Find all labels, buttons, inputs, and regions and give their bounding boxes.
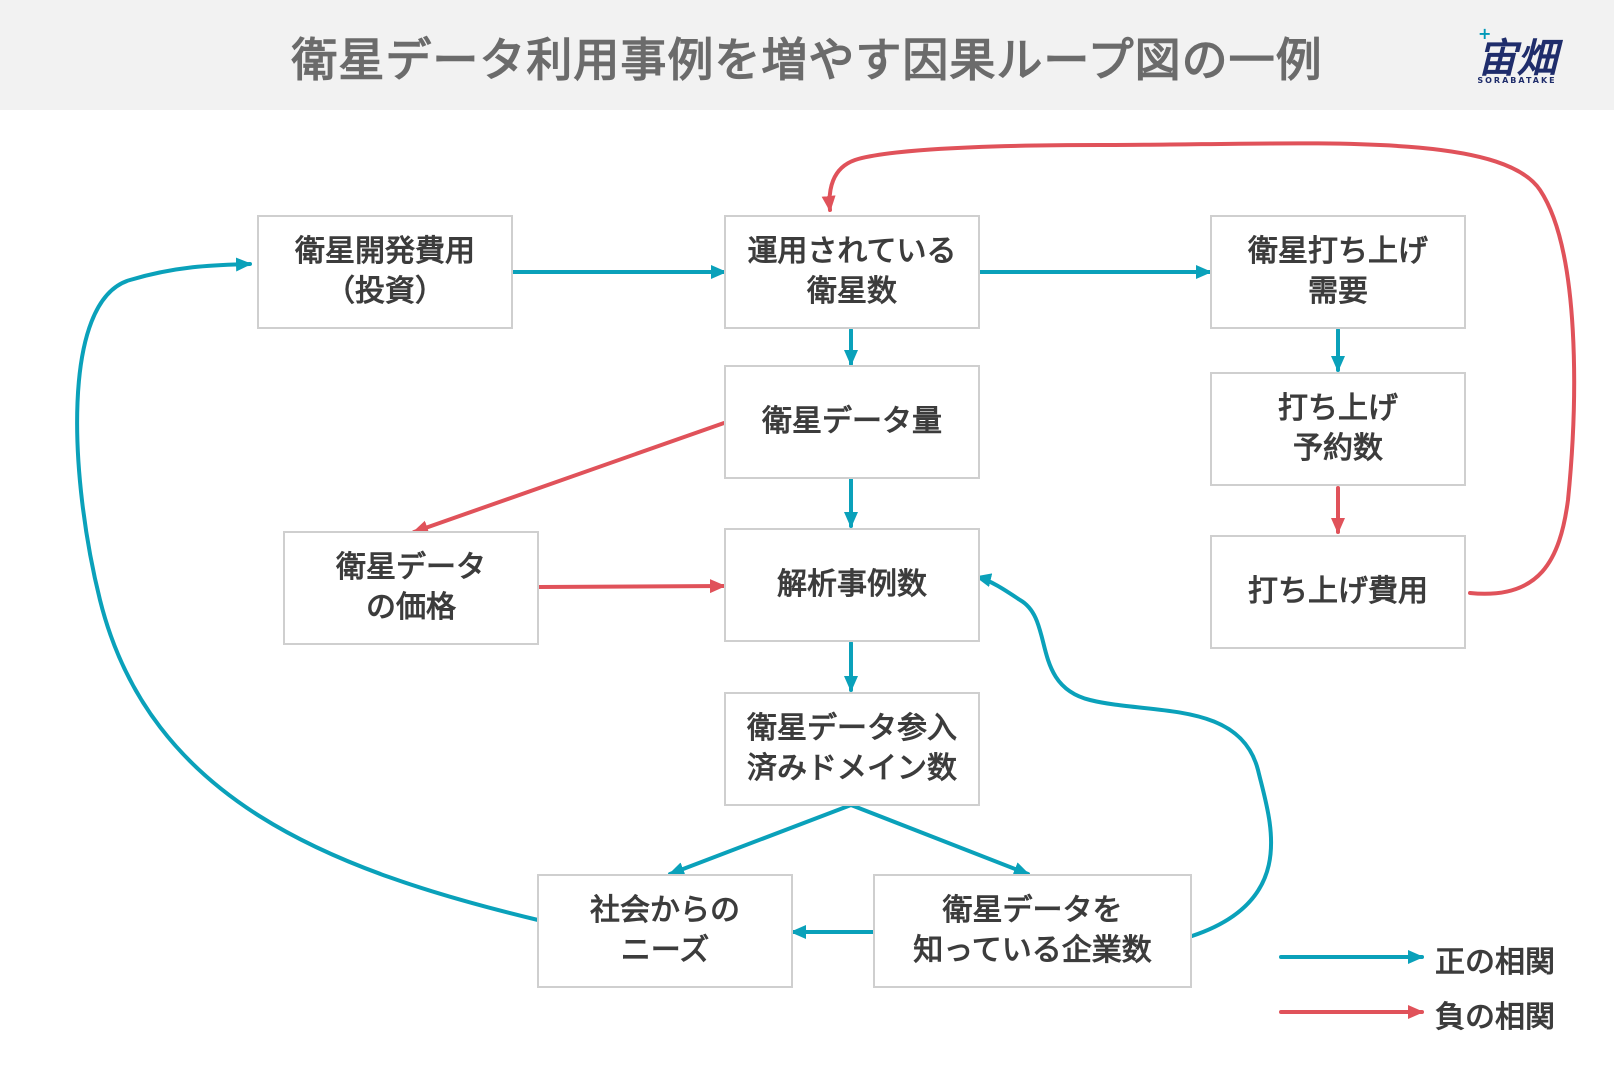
node-launch-reservations: 打ち上げ 予約数 [1210, 372, 1466, 486]
link-domains-to-companies [849, 803, 1030, 876]
header-bar [0, 0, 1614, 110]
link-needs-to-devcost [75, 257, 540, 922]
sorabatake-logo: + 宙畑 SORABATAKE [1477, 24, 1557, 85]
page-title: 衛星データ利用事例を増やす因果ループ図の一例 [291, 33, 1323, 87]
node-aware-companies: 衛星データを 知っている企業数 [873, 874, 1192, 988]
node-dev-cost: 衛星開発費用 （投資） [257, 215, 513, 329]
legend-positive-label: 正の相関 [1435, 945, 1555, 980]
node-entered-domains: 衛星データ参入 済みドメイン数 [724, 692, 980, 806]
node-launch-demand: 衛星打ち上げ 需要 [1210, 215, 1466, 329]
link-launchcost-to-operating [821, 141, 1577, 596]
node-analysis-cases: 解析事例数 [724, 528, 980, 642]
node-social-needs: 社会からの ニーズ [537, 874, 793, 988]
link-companies-to-analysis [975, 573, 1274, 938]
node-launch-cost: 打ち上げ費用 [1210, 535, 1466, 649]
link-datavolume-to-price [412, 421, 726, 534]
node-data-price: 衛星データ の価格 [283, 531, 539, 645]
link-domains-to-needs [668, 803, 853, 876]
legend-negative-label: 負の相関 [1435, 1000, 1555, 1035]
link-price-to-analysis [537, 579, 726, 594]
node-data-volume: 衛星データ量 [724, 365, 980, 479]
node-operating-satellites: 運用されている 衛星数 [724, 215, 980, 329]
